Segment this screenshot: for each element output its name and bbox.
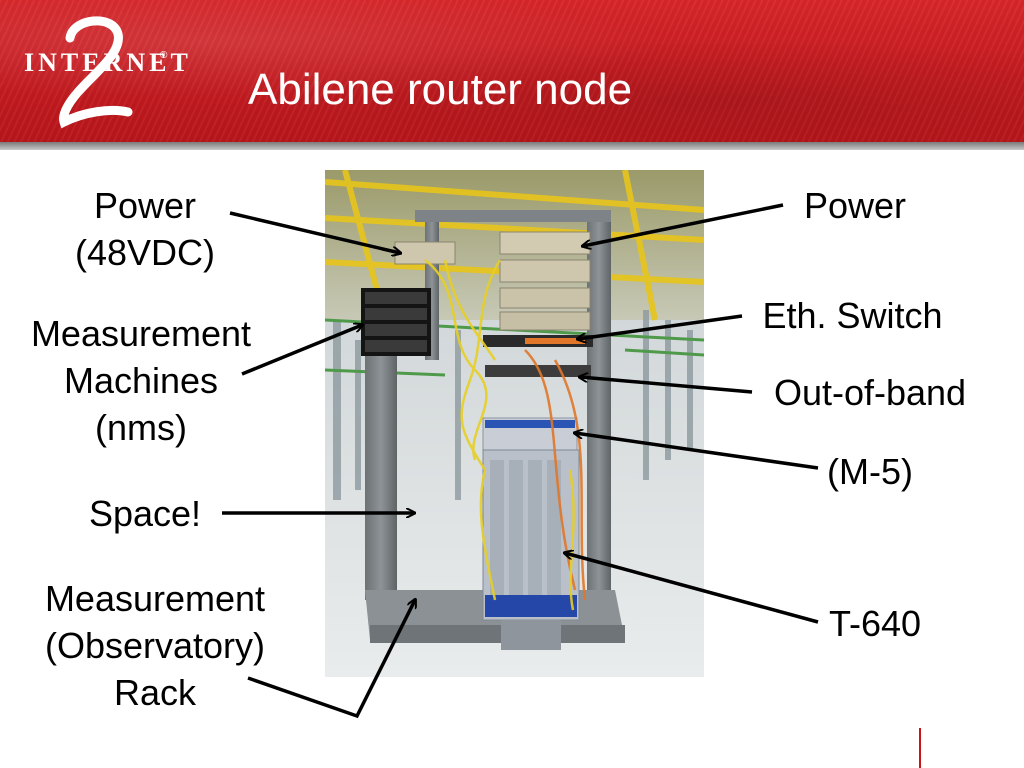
- label-space: Space!: [70, 490, 220, 537]
- label-observatory-rack-line1: Measurement: [44, 578, 266, 619]
- label-measurement-machines: Measurement Machines (nms): [16, 310, 266, 451]
- corner-accent-line: [919, 728, 921, 768]
- logo-registered-mark: ®: [160, 50, 168, 61]
- header-texture: [0, 0, 1024, 142]
- slide-title: Abilene router node: [248, 65, 633, 114]
- logo-wordmark: INTERNET: [24, 48, 192, 77]
- router-rack-photo: [325, 170, 704, 677]
- label-observatory-rack: Measurement (Observatory) Rack: [20, 575, 290, 716]
- label-power-right-text: Power: [803, 185, 907, 226]
- label-measurement-machines-line2: Machines: [63, 360, 219, 401]
- label-t640-text: T-640: [828, 603, 922, 644]
- label-eth-switch: Eth. Switch: [745, 292, 960, 339]
- internet2-logo: INTERNET ®: [18, 8, 188, 134]
- slide-header: INTERNET ® Abilene router node: [0, 0, 1024, 142]
- label-power-48vdc-line2: (48VDC): [74, 232, 216, 273]
- label-eth-switch-text: Eth. Switch: [762, 295, 943, 336]
- label-power-48vdc-line1: Power: [93, 185, 197, 226]
- label-m5-text: (M-5): [827, 451, 913, 492]
- label-power-right: Power: [780, 182, 930, 229]
- label-m5: (M-5): [805, 448, 935, 495]
- label-power-48vdc: Power (48VDC): [40, 182, 250, 276]
- label-out-of-band: Out-of-band: [755, 369, 985, 416]
- header-divider: [0, 142, 1024, 150]
- label-measurement-machines-line3: (nms): [95, 407, 187, 448]
- label-out-of-band-text: Out-of-band: [773, 372, 967, 413]
- internet2-logo-mark: [59, 16, 133, 129]
- label-observatory-rack-line2: (Observatory): [44, 625, 266, 666]
- label-t640: T-640: [810, 600, 940, 647]
- label-measurement-machines-line1: Measurement: [30, 313, 252, 354]
- label-observatory-rack-line3: Rack: [113, 672, 197, 713]
- label-space-text: Space!: [88, 493, 202, 534]
